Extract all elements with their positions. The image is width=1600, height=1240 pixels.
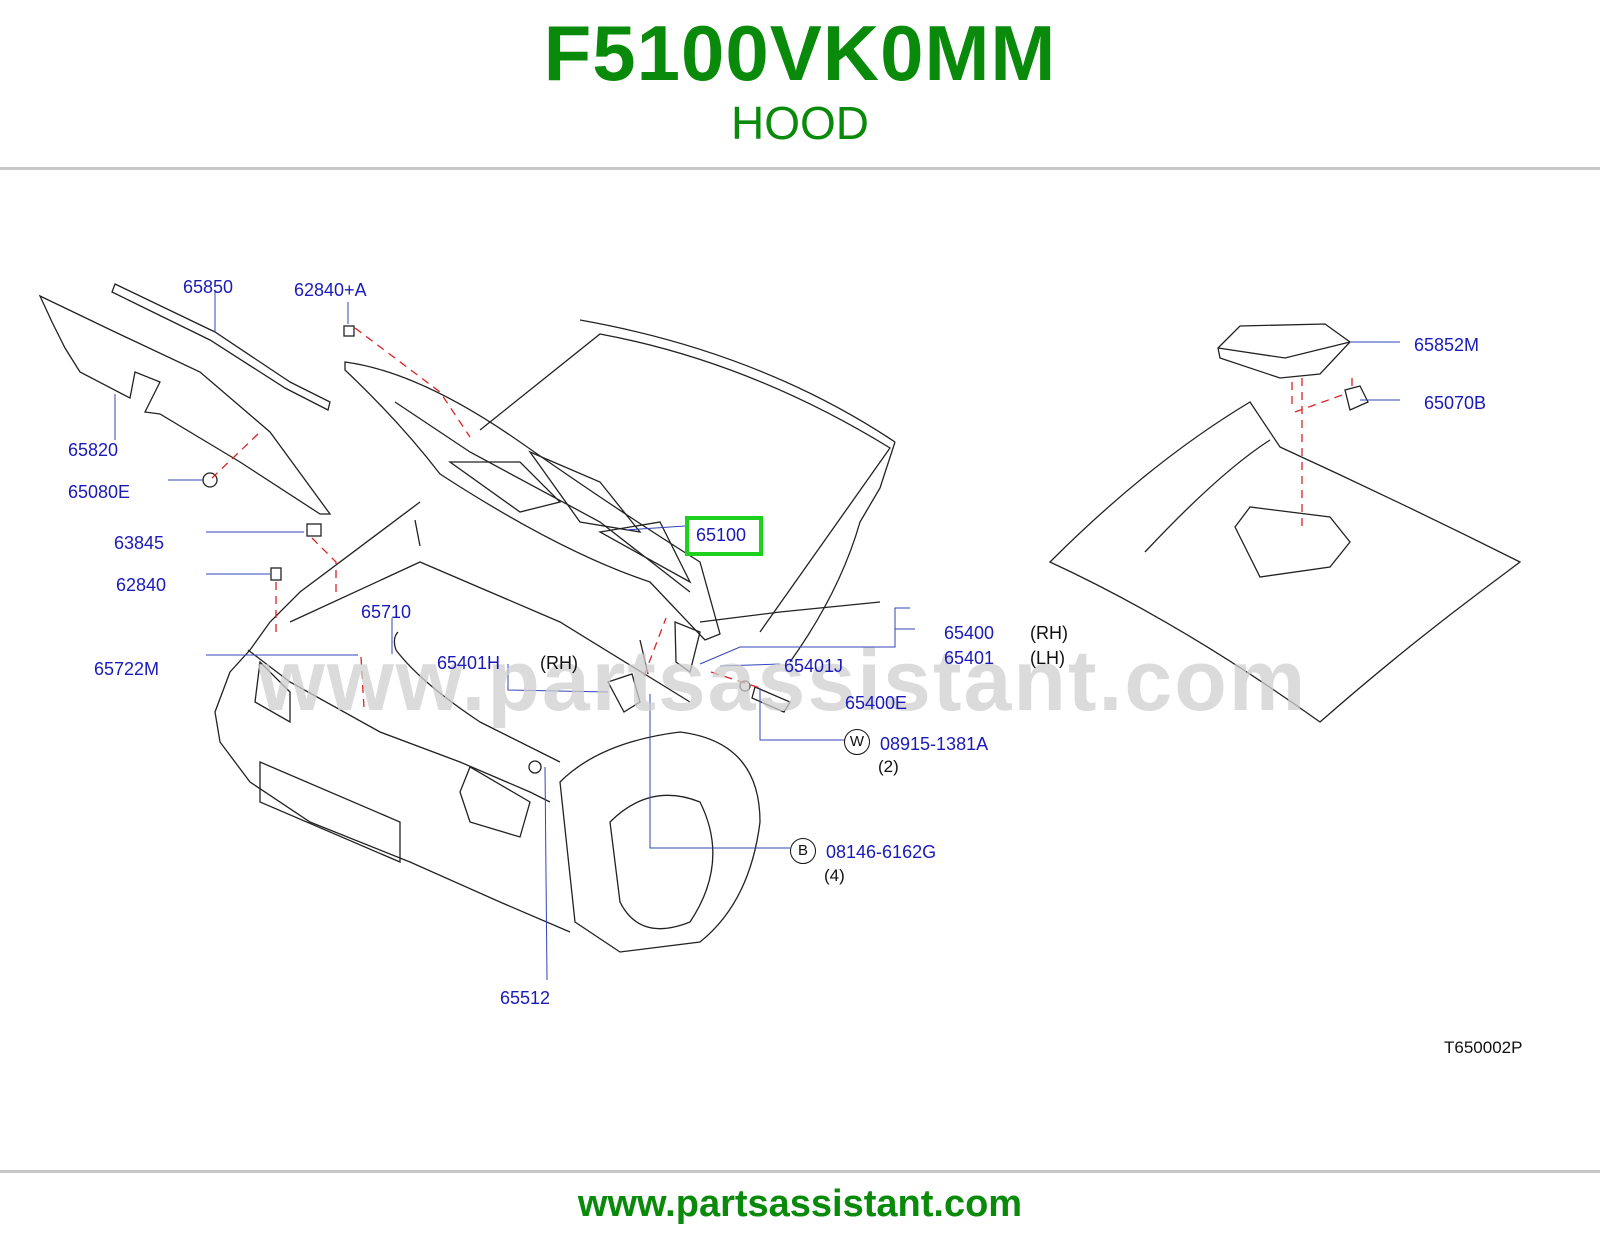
diagram-reference-code: T650002P: [1444, 1038, 1523, 1057]
part-label-65070b[interactable]: 65070B: [1424, 393, 1487, 413]
side-label-rh-65401h: (RH): [540, 653, 578, 673]
part-label-65401j[interactable]: 65401J: [784, 656, 844, 676]
windshield-shape: [479, 333, 891, 633]
part-label-65401[interactable]: 65401: [944, 648, 995, 668]
part-label-08146-6162g[interactable]: 08146-6162G: [826, 842, 937, 862]
side-label-lh-65401: (LH): [1030, 648, 1065, 668]
header: F5100VK0MM HOOD: [0, 0, 1600, 168]
part-label-65820[interactable]: 65820: [68, 440, 119, 460]
part-label-63845[interactable]: 63845: [114, 533, 165, 553]
marker-b: B: [790, 838, 816, 864]
quantity-2: (2): [878, 757, 899, 776]
part-label-65852m[interactable]: 65852M: [1414, 335, 1480, 355]
quantity-4: (4): [824, 866, 845, 885]
part-label-65100[interactable]: 65100: [696, 525, 747, 545]
section-subtitle: HOOD: [731, 97, 869, 149]
part-label-65400[interactable]: 65400: [944, 623, 995, 643]
part-label-65400e[interactable]: 65400E: [845, 693, 908, 713]
hood-seal-shape: [111, 283, 331, 411]
part-label-65710[interactable]: 65710: [361, 602, 412, 622]
hood-scoop-shape: [1217, 323, 1351, 379]
watermark: www.partsassistant.com: [258, 633, 1308, 729]
part-label-65401h[interactable]: 65401H: [437, 653, 501, 673]
part-number-title: F5100VK0MM: [543, 9, 1057, 97]
part-label-65080e[interactable]: 65080E: [68, 482, 131, 502]
footer-website-link[interactable]: www.partsassistant.com: [577, 1183, 1023, 1225]
part-label-65722m[interactable]: 65722M: [94, 659, 160, 679]
highlight-box-65100: [685, 516, 763, 556]
hood-stay-shape: [395, 649, 561, 763]
part-label-08915-1381a[interactable]: 08915-1381A: [880, 734, 989, 754]
part-label-62840-a[interactable]: 62840+A: [294, 280, 367, 300]
side-label-rh-65400: (RH): [1030, 623, 1068, 643]
open-hood-shape: [344, 361, 721, 641]
hood-exploded-diagram: [38, 283, 1522, 981]
scoop-hood-shape: [1048, 401, 1522, 723]
part-label-62840[interactable]: 62840: [116, 575, 167, 595]
top-divider: [0, 167, 1600, 170]
marker-w: W: [844, 729, 870, 755]
part-label-65850[interactable]: 65850: [183, 277, 234, 297]
part-label-65512[interactable]: 65512: [500, 988, 551, 1008]
bottom-divider: [0, 1170, 1600, 1173]
hood-insulator-shape: [38, 294, 332, 515]
